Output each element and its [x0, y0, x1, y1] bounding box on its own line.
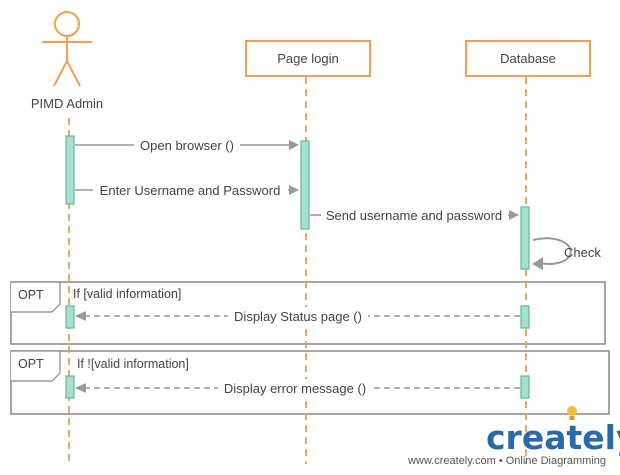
- message-label: Send username and password: [326, 208, 502, 223]
- fragment-guard: If ![valid information]: [77, 357, 189, 371]
- fragment-operator: OPT: [18, 288, 44, 302]
- activation-bar: [65, 305, 75, 329]
- lightbulb-icon: [567, 406, 577, 420]
- activation-bar: [520, 206, 530, 270]
- message-label: Display Status page (): [234, 309, 362, 324]
- lifeline-page-login: Page login: [245, 40, 371, 77]
- fragment-operator: OPT: [18, 357, 44, 371]
- actor-figure: [42, 11, 92, 87]
- opt-fragment-valid: OPT If [valid information]: [10, 281, 606, 345]
- message-open-browser: Open browser (): [75, 136, 299, 154]
- creately-logo: creately: [486, 406, 620, 457]
- activation-bar: [65, 135, 75, 205]
- message-display-error: Display error message (): [75, 379, 520, 397]
- activation-bar: [520, 305, 530, 329]
- activation-bars: [65, 135, 530, 399]
- message-send-credentials: Send username and password: [310, 206, 519, 224]
- message-enter-credentials: Enter Username and Password: [75, 181, 299, 199]
- message-label: Open browser (): [140, 138, 234, 153]
- opt-fragment-invalid: OPT If ![valid information]: [10, 350, 610, 415]
- branding-tagline: www.creately.com • Online Diagramming: [407, 455, 606, 467]
- lifeline-database: Database: [465, 40, 591, 77]
- activation-bar: [300, 140, 310, 230]
- message-label: Display error message (): [224, 381, 366, 396]
- actor-label: PIMD Admin: [31, 96, 103, 111]
- message-label: Enter Username and Password: [100, 183, 281, 198]
- lifeline-lines: [68, 77, 527, 464]
- lifeline-label: Page login: [277, 51, 338, 66]
- fragment-guard: If [valid information]: [73, 287, 181, 301]
- lifeline-label: Database: [500, 51, 556, 66]
- activation-bar: [520, 375, 530, 399]
- activation-bar: [65, 375, 75, 399]
- message-check: Check: [532, 237, 601, 270]
- logo-text: creately: [486, 418, 620, 457]
- message-label: Check: [564, 245, 601, 260]
- message-display-status: Display Status page (): [75, 307, 520, 325]
